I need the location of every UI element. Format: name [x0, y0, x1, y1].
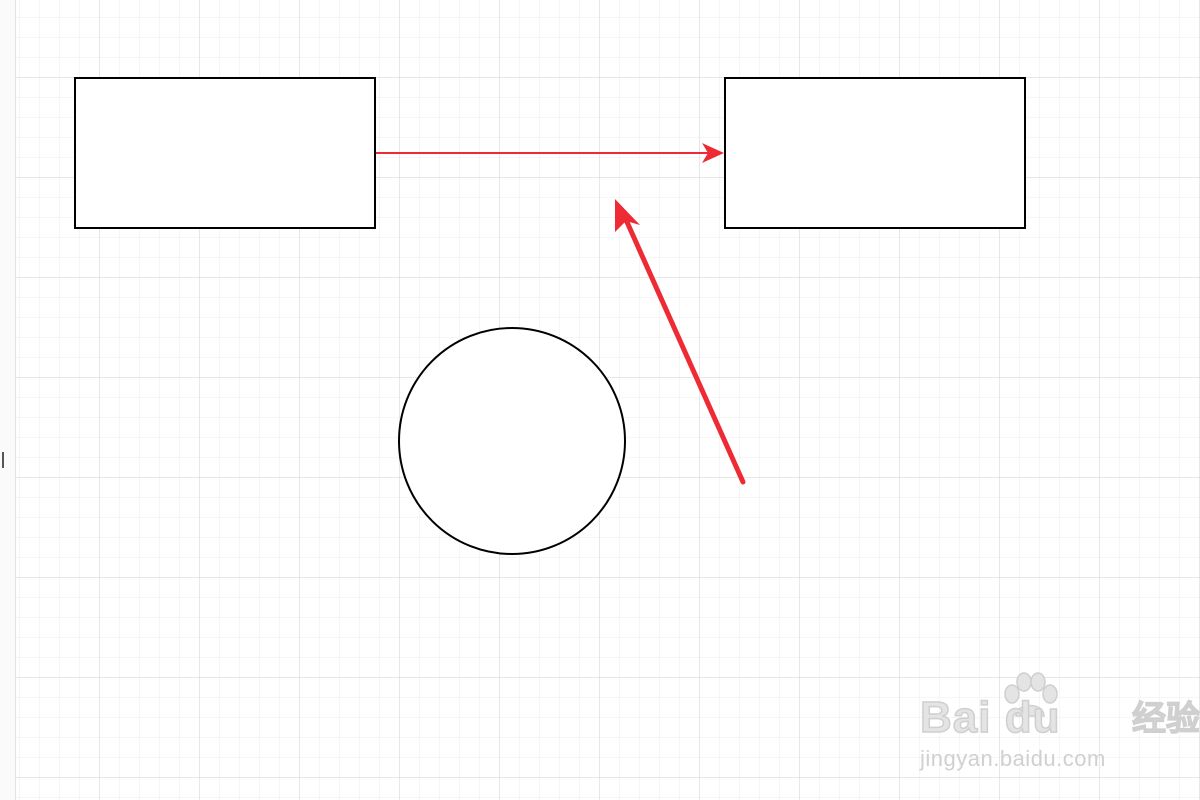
- rectangle-shape-right[interactable]: [724, 77, 1026, 229]
- circle-shape[interactable]: [398, 327, 626, 555]
- pointer-arrowhead-icon: [615, 199, 640, 232]
- annotation-pointer-arrow: [615, 199, 746, 485]
- connector-arrowhead-icon: [702, 143, 724, 163]
- gutter-marker: [2, 452, 4, 468]
- pointer-arrow-shaft: [624, 219, 746, 485]
- left-gutter: [0, 0, 16, 800]
- rectangle-shape-left[interactable]: [74, 77, 376, 229]
- connector-arrow[interactable]: [376, 143, 724, 163]
